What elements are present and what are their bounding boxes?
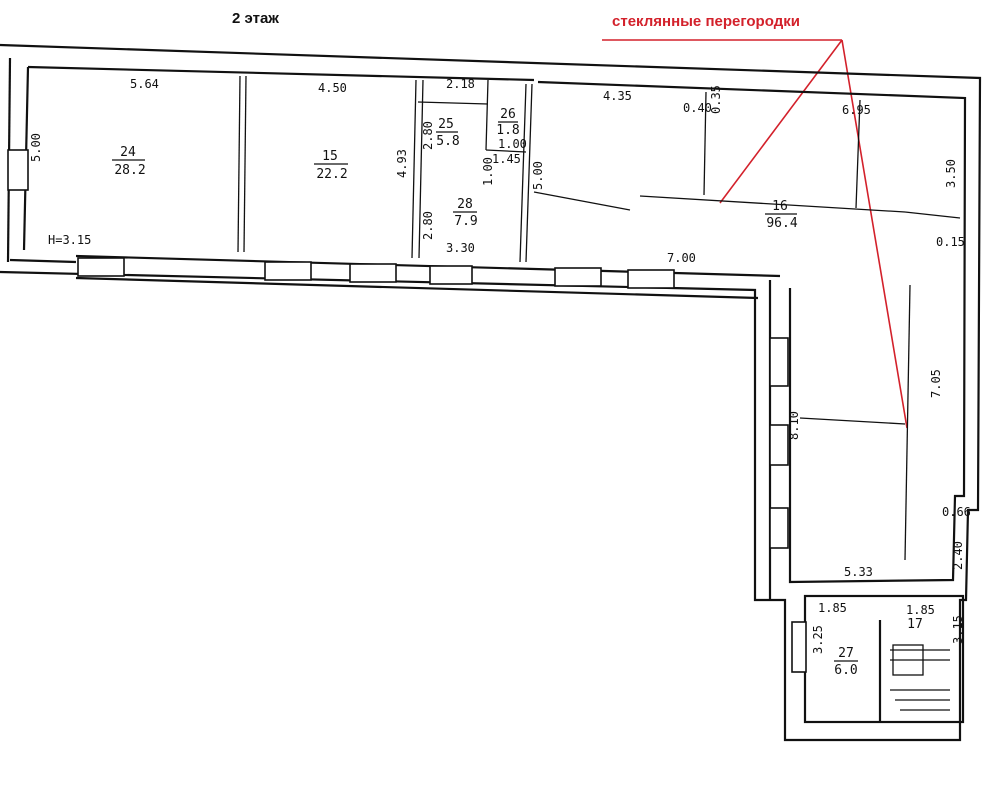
svg-text:8.10: 8.10 [787,411,801,440]
exterior-walls [0,43,982,742]
svg-text:7.05: 7.05 [929,369,943,398]
svg-text:17: 17 [907,617,923,632]
room-17: 17 [907,617,923,632]
svg-text:2.18: 2.18 [446,77,475,91]
svg-text:1.00: 1.00 [481,157,495,186]
glass-partitions-annotation: стеклянные перегородки [612,13,800,30]
svg-text:27: 27 [838,646,854,661]
svg-text:2.40: 2.40 [951,541,965,570]
svg-text:3.30: 3.30 [446,241,475,255]
svg-text:3.50: 3.50 [944,159,958,188]
svg-text:7.00: 7.00 [667,251,696,265]
room-16: 16 96.4 [765,199,798,231]
svg-text:4.35: 4.35 [603,89,632,103]
dimension-labels: 5.64 4.50 5.00 4.93 2.80 2.18 1.00 1.45 … [29,77,971,654]
interior-partitions [237,75,961,561]
svg-text:6.0: 6.0 [834,663,857,678]
svg-text:16: 16 [772,199,788,214]
svg-text:25: 25 [438,117,454,132]
svg-text:1.00: 1.00 [498,137,527,151]
svg-text:5.00: 5.00 [531,161,545,190]
svg-text:4.93: 4.93 [395,149,409,178]
svg-text:0.35: 0.35 [709,85,723,114]
svg-text:0.66: 0.66 [942,505,971,519]
svg-text:5.00: 5.00 [29,133,43,162]
svg-text:24: 24 [120,145,136,160]
room-27: 27 6.0 [834,646,858,678]
svg-text:2.80: 2.80 [421,121,435,150]
svg-text:15: 15 [322,149,338,164]
svg-text:5.64: 5.64 [130,77,159,91]
svg-text:H=3.15: H=3.15 [48,233,91,247]
room-25: 25 5.8 [436,117,460,149]
svg-text:5.33: 5.33 [844,565,873,579]
room-15: 15 22.2 [314,149,348,182]
svg-text:3.25: 3.25 [811,625,825,654]
svg-text:3.15: 3.15 [951,615,965,644]
svg-text:26: 26 [500,107,516,122]
svg-text:2.80: 2.80 [421,211,435,240]
svg-text:1.85: 1.85 [906,603,935,617]
svg-text:28: 28 [457,197,473,212]
svg-text:96.4: 96.4 [766,216,797,231]
svg-text:1.45: 1.45 [492,152,521,166]
svg-text:6.95: 6.95 [842,103,871,117]
room-26: 26 1.8 [496,107,519,138]
svg-text:1.85: 1.85 [818,601,847,615]
svg-text:0.15: 0.15 [936,235,965,249]
windows [7,149,807,673]
svg-text:4.50: 4.50 [318,81,347,95]
staircase [890,644,950,711]
annotation-leader-lines [602,39,908,429]
svg-text:5.8: 5.8 [436,134,459,149]
svg-text:1.8: 1.8 [496,123,519,138]
room-28: 28 7.9 [453,197,478,229]
floor-title: 2 этаж [232,10,279,27]
room-24: 24 28.2 [112,145,146,178]
svg-text:7.9: 7.9 [454,214,477,229]
svg-text:22.2: 22.2 [316,167,347,182]
svg-text:28.2: 28.2 [114,163,145,178]
svg-text:0.40: 0.40 [683,101,712,115]
